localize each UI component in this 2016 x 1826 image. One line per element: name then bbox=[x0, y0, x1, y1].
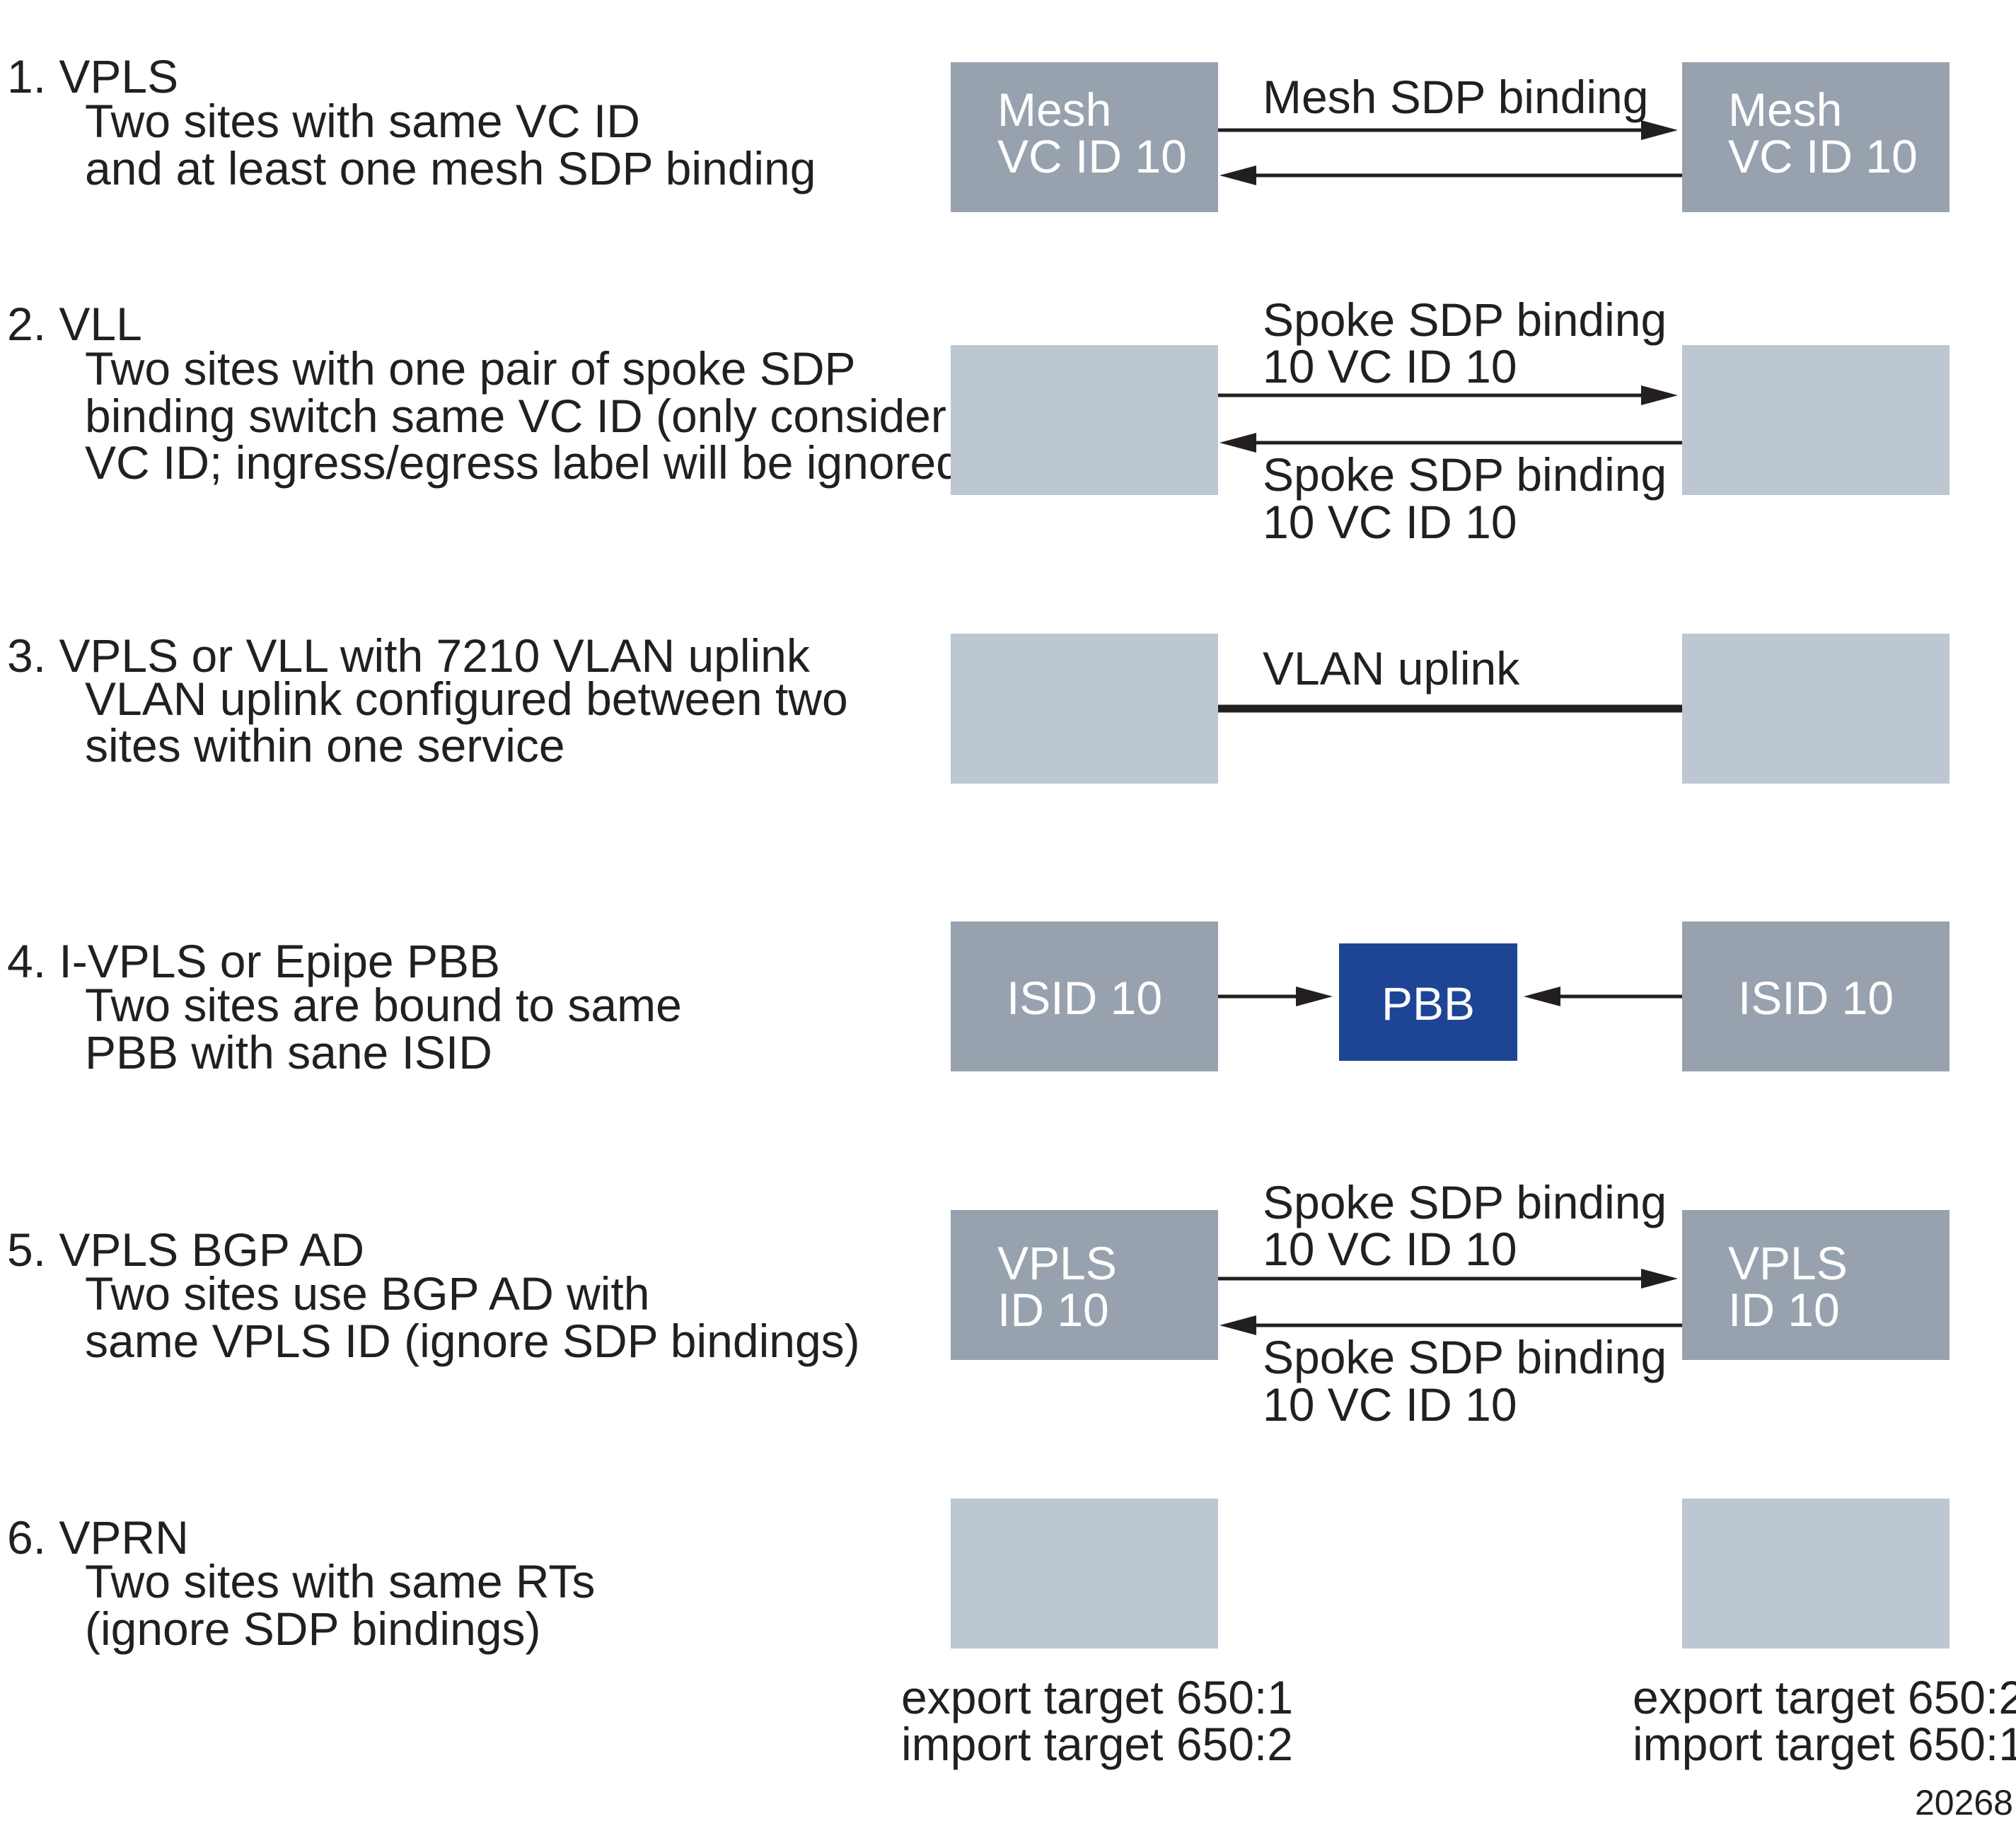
row-3-desc-line-2: sites within one service bbox=[85, 719, 565, 772]
row-5-bottom-label-line-2: 10 VC ID 10 bbox=[1263, 1378, 1517, 1431]
row-3-heading: 3. VPLS or VLL with 7210 VLAN uplink bbox=[7, 629, 811, 682]
row-2-desc-line-3: VC ID; ingress/egress label will be igno… bbox=[85, 436, 962, 489]
row-2-desc-line-1: Two sites with one pair of spoke SDP bbox=[85, 342, 856, 395]
row-3-vlan-uplink: 3. VPLS or VLL with 7210 VLAN uplink VLA… bbox=[7, 629, 1950, 784]
row-6-left-site-box bbox=[951, 1499, 1218, 1648]
row-5-desc-line-2: same VPLS ID (ignore SDP bindings) bbox=[85, 1315, 860, 1367]
row-2-top-label-line-2: 10 VC ID 10 bbox=[1263, 340, 1517, 392]
row-6-vprn: 6. VPRN Two sites with same RTs (ignore … bbox=[7, 1499, 2016, 1770]
row-1-heading: 1. VPLS bbox=[7, 50, 178, 103]
row-6-left-export-target: export target 650:1 bbox=[901, 1671, 1293, 1723]
row-3-desc-line-1: VLAN uplink configured between two bbox=[85, 673, 848, 725]
row-6-desc-line-1: Two sites with same RTs bbox=[85, 1555, 595, 1607]
row-5-right-site-label-line-2: ID 10 bbox=[1728, 1284, 1840, 1336]
row-2-bottom-label-line-2: 10 VC ID 10 bbox=[1263, 496, 1517, 548]
figure-number: 20268 bbox=[1915, 1783, 2013, 1822]
pbb-label: PBB bbox=[1381, 977, 1475, 1030]
row-2-bottom-label-line-1: Spoke SDP binding bbox=[1263, 448, 1667, 501]
row-2-return-arrowhead bbox=[1220, 433, 1256, 453]
row-5-forward-arrowhead bbox=[1641, 1269, 1678, 1289]
row-4-left-site-label: ISID 10 bbox=[1007, 972, 1162, 1024]
row-4-heading: 4. I-VPLS or Epipe PBB bbox=[7, 935, 500, 987]
row-5-right-site-label-line-1: VPLS bbox=[1728, 1237, 1848, 1289]
row-5-right-site-box bbox=[1682, 1210, 1950, 1360]
row-6-heading: 6. VPRN bbox=[7, 1511, 189, 1564]
row-5-left-site-label-line-2: ID 10 bbox=[997, 1284, 1109, 1336]
row-2-vll: 2. VLL Two sites with one pair of spoke … bbox=[7, 293, 1950, 548]
row-4-left-arrowhead bbox=[1296, 987, 1333, 1006]
row-1-right-site-label-line-1: Mesh bbox=[1728, 83, 1842, 136]
row-3-uplink-label: VLAN uplink bbox=[1263, 642, 1520, 694]
row-3-right-site-box bbox=[1682, 634, 1950, 784]
row-5-bottom-label-line-1: Spoke SDP binding bbox=[1263, 1331, 1667, 1383]
row-1-vpls: 1. VPLS Two sites with same VC ID and at… bbox=[7, 50, 1950, 212]
row-6-desc-line-2: (ignore SDP bindings) bbox=[85, 1603, 540, 1655]
row-2-right-site-box bbox=[1682, 345, 1950, 495]
row-5-return-arrowhead bbox=[1220, 1315, 1256, 1335]
row-6-left-import-target: import target 650:2 bbox=[901, 1718, 1293, 1770]
row-4-left-site-box bbox=[951, 921, 1218, 1071]
row-1-right-site-label-line-2: VC ID 10 bbox=[1728, 130, 1918, 182]
row-4-right-arrowhead bbox=[1524, 987, 1560, 1006]
row-1-left-site-label-line-2: VC ID 10 bbox=[997, 130, 1187, 182]
row-1-desc-line-2: and at least one mesh SDP binding bbox=[85, 142, 816, 194]
row-5-left-site-box bbox=[951, 1210, 1218, 1360]
row-6-right-import-target: import target 650:1 bbox=[1633, 1718, 2016, 1770]
row-5-vpls-bgp-ad: 5. VPLS BGP AD Two sites use BGP AD with… bbox=[7, 1176, 1950, 1431]
pbb-box bbox=[1339, 943, 1517, 1061]
row-6-right-export-target: export target 650:2 bbox=[1633, 1671, 2016, 1723]
row-4-right-site-box bbox=[1682, 921, 1950, 1071]
row-1-forward-arrowhead bbox=[1641, 120, 1678, 140]
row-4-right-site-label: ISID 10 bbox=[1738, 972, 1894, 1024]
row-2-desc-line-2: binding switch same VC ID (only consider bbox=[85, 390, 946, 442]
row-1-right-site-box bbox=[1682, 62, 1950, 212]
row-1-left-site-box bbox=[951, 62, 1218, 212]
row-2-top-label-line-1: Spoke SDP binding bbox=[1263, 293, 1667, 346]
row-2-forward-arrowhead bbox=[1641, 385, 1678, 405]
row-4-pbb: 4. I-VPLS or Epipe PBB Two sites are bou… bbox=[7, 921, 1950, 1078]
row-5-left-site-label-line-1: VPLS bbox=[997, 1237, 1117, 1289]
row-4-desc-line-2: PBB with sane ISID bbox=[85, 1026, 492, 1078]
row-4-desc-line-1: Two sites are bound to same bbox=[85, 979, 682, 1031]
row-1-desc-line-1: Two sites with same VC ID bbox=[85, 95, 640, 147]
row-1-binding-label: Mesh SDP binding bbox=[1263, 71, 1648, 123]
row-6-right-site-box bbox=[1682, 1499, 1950, 1648]
row-1-return-arrowhead bbox=[1220, 165, 1256, 185]
row-5-desc-line-1: Two sites use BGP AD with bbox=[85, 1267, 649, 1320]
row-5-heading: 5. VPLS BGP AD bbox=[7, 1223, 364, 1276]
row-3-left-site-box bbox=[951, 634, 1218, 784]
row-2-heading: 2. VLL bbox=[7, 298, 142, 350]
row-5-top-label-line-2: 10 VC ID 10 bbox=[1263, 1223, 1517, 1275]
row-1-left-site-label-line-1: Mesh bbox=[997, 83, 1111, 136]
row-2-left-site-box bbox=[951, 345, 1218, 495]
row-5-top-label-line-1: Spoke SDP binding bbox=[1263, 1176, 1667, 1228]
